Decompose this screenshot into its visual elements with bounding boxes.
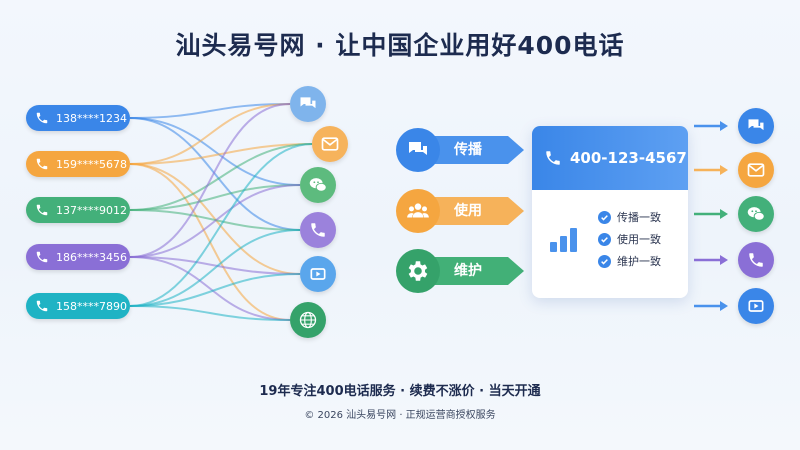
arrow-right [694, 255, 728, 265]
check-label: 传播一致 [617, 211, 661, 224]
arrow-right [694, 209, 728, 219]
list-item: 维护一致 [598, 250, 661, 272]
action-spread: 传播 [396, 128, 526, 172]
video-icon [300, 256, 336, 292]
phone-pill: 186****3456 [26, 244, 130, 270]
chat-icon [396, 128, 440, 172]
action-use: 使用 [396, 189, 526, 233]
mail-icon [312, 126, 348, 162]
connection-line [129, 103, 291, 258]
connection-line [129, 229, 301, 307]
arrow-shape [426, 136, 524, 164]
connection-line [129, 256, 291, 321]
check-label: 维护一致 [617, 255, 661, 268]
phone-pill: 137****9012 [26, 197, 130, 223]
phone-icon [300, 212, 336, 248]
phone-number: 137****9012 [56, 203, 127, 217]
connection-line [129, 273, 301, 307]
phone-icon [34, 249, 50, 265]
arrow-shape [426, 257, 524, 285]
phone-icon [34, 298, 50, 314]
mail-icon [738, 152, 774, 188]
check-icon [598, 232, 611, 246]
chat-icon [290, 86, 326, 122]
connection-line [129, 117, 301, 186]
connection-line [129, 103, 291, 119]
list-item: 传播一致 [598, 206, 661, 228]
action-label: 传播 [454, 142, 482, 158]
consistency-list: 传播一致 使用一致 维护一致 [598, 206, 661, 272]
phone-number: 186****3456 [56, 250, 127, 264]
connection-line [129, 184, 301, 258]
tagline: 19年专注400电话服务 · 续费不涨价 · 当天开通 [259, 384, 541, 399]
check-icon [598, 210, 611, 224]
globe-icon [290, 302, 326, 338]
phone-icon [34, 202, 50, 218]
hotline-header: 400-123-4567 [532, 126, 688, 190]
phone-number: 138****1234 [56, 111, 127, 125]
hotline-card: 400-123-4567 传播一致 使用一致 维护一致 [532, 126, 688, 298]
phone-pill: 158****7890 [26, 293, 130, 319]
arrow-right [694, 121, 728, 131]
phone-number: 159****5678 [56, 157, 127, 171]
action-label: 使用 [454, 203, 482, 219]
check-icon [598, 254, 611, 268]
footer-copyright: © 2026 汕头易号网 · 正规运营商授权服务 [304, 410, 496, 421]
connection-line [129, 143, 313, 211]
action-label: 维护 [454, 263, 482, 279]
list-item: 使用一致 [598, 228, 661, 250]
page-title: 汕头易号网 · 让中国企业用好400电话 [175, 31, 625, 60]
arrow-shape [426, 197, 524, 225]
connection-line [129, 184, 301, 211]
arrow-right [694, 165, 728, 175]
connection-line [129, 305, 291, 321]
phone-icon [738, 242, 774, 278]
chat-icon [738, 108, 774, 144]
phone-pill: 138****1234 [26, 105, 130, 131]
connection-line [129, 103, 291, 165]
phone-pill: 159****5678 [26, 151, 130, 177]
phone-icon [544, 149, 562, 167]
check-label: 使用一致 [617, 233, 661, 246]
bar-chart-icon [550, 228, 577, 252]
action-maintain: 维护 [396, 249, 526, 293]
phone-icon [34, 110, 50, 126]
connection-line [129, 117, 301, 231]
phone-icon [34, 156, 50, 172]
connection-line [129, 143, 313, 307]
wechat-icon [300, 167, 336, 203]
connection-line [129, 143, 313, 165]
connection-line [129, 256, 301, 275]
phone-number: 158****7890 [56, 299, 127, 313]
hotline-number: 400-123-4567 [570, 149, 687, 167]
gear-icon [396, 249, 440, 293]
video-icon [738, 288, 774, 324]
users-icon [396, 189, 440, 233]
wechat-icon [738, 196, 774, 232]
arrow-right [694, 301, 728, 311]
